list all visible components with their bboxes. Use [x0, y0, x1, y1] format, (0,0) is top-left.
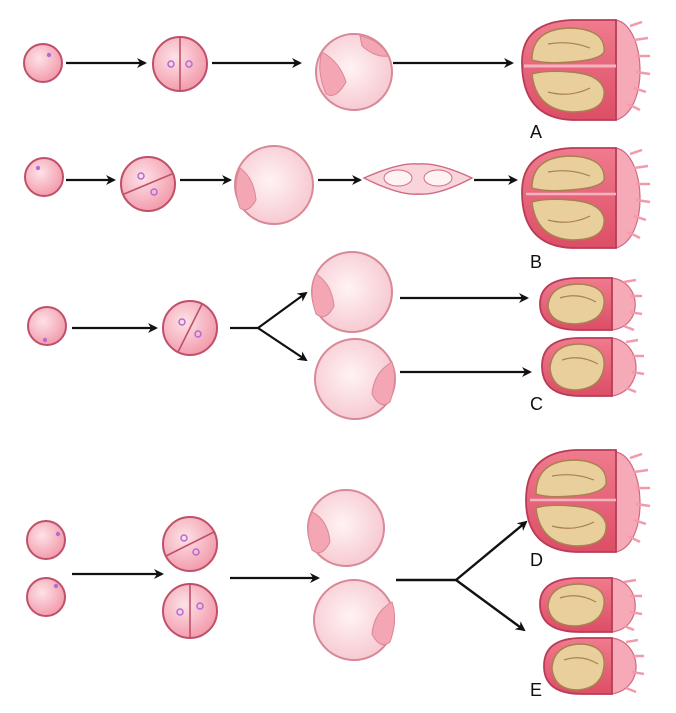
zygote-a: [23, 43, 63, 83]
fetus-c-lower: [541, 337, 645, 397]
blastocyst-c-lower: [314, 338, 396, 420]
blastocyst-c-upper: [311, 251, 393, 333]
zygote-c: [27, 306, 67, 346]
blastocyst-d-upper: [307, 489, 385, 567]
twin-fetuses-a: [521, 19, 651, 121]
twin-fetuses-b: [521, 147, 651, 249]
zygote-d-upper: [26, 520, 66, 560]
zygote-d-lower: [26, 577, 66, 617]
blastocyst-a: [315, 33, 393, 111]
blastocyst-b: [234, 145, 314, 225]
row-c: C: [27, 251, 645, 420]
twin-fetuses-d: [525, 449, 651, 553]
row-label-e: E: [530, 680, 542, 700]
two-cell-d-lower: [162, 583, 218, 639]
two-cell-b: [120, 156, 176, 212]
zygote-b: [24, 157, 64, 197]
arrow-e: [455, 579, 526, 632]
arrow-c-down: [257, 327, 308, 362]
arrow-d: [455, 520, 528, 581]
arrow-c-up: [257, 291, 308, 329]
two-cell-c: [162, 300, 218, 356]
embryonic-disc-b: [362, 163, 474, 195]
two-cell-a: [152, 36, 208, 92]
fetus-c-upper: [539, 277, 643, 332]
row-label-a: A: [530, 122, 542, 142]
fetus-e-upper: [539, 577, 643, 633]
row-a: A: [23, 19, 651, 142]
blastocyst-d-lower: [313, 579, 396, 661]
row-b: B: [24, 145, 651, 272]
row-label-c: C: [530, 394, 543, 414]
row-de: D E: [26, 449, 651, 700]
row-label-b: B: [530, 252, 542, 272]
fetus-e-lower: [543, 637, 645, 695]
two-cell-d-upper: [162, 516, 218, 572]
row-label-d: D: [530, 550, 543, 570]
